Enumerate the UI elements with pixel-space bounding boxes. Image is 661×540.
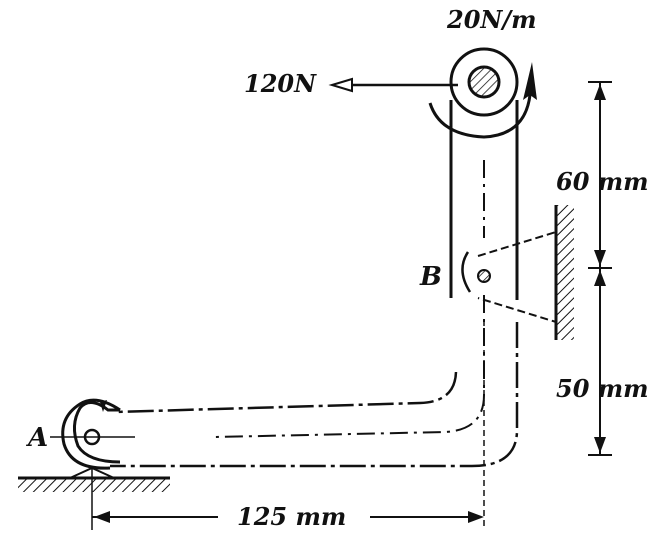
lever-vertical-arm xyxy=(449,100,519,300)
wall-support xyxy=(554,205,574,340)
force-arrow xyxy=(328,77,458,93)
force-label: 120N xyxy=(244,69,317,98)
moment-arrow xyxy=(428,62,537,139)
point-b-label: B xyxy=(420,262,442,292)
dimension-horizontal-label: 125 mm xyxy=(237,502,347,531)
roller xyxy=(449,47,519,117)
dimension-horizontal xyxy=(91,320,485,530)
dimension-vertical xyxy=(588,81,612,456)
hook-a xyxy=(61,398,121,470)
point-a-label: A xyxy=(28,423,49,453)
ground-a xyxy=(18,466,170,492)
lever-horizontal-arm xyxy=(110,295,519,468)
pin-b xyxy=(461,251,491,293)
dimension-lower-label: 50 mm xyxy=(556,374,649,403)
dimension-upper-label: 60 mm xyxy=(556,167,649,196)
pin-a xyxy=(50,428,135,446)
moment-label: 20N/m xyxy=(447,5,537,34)
